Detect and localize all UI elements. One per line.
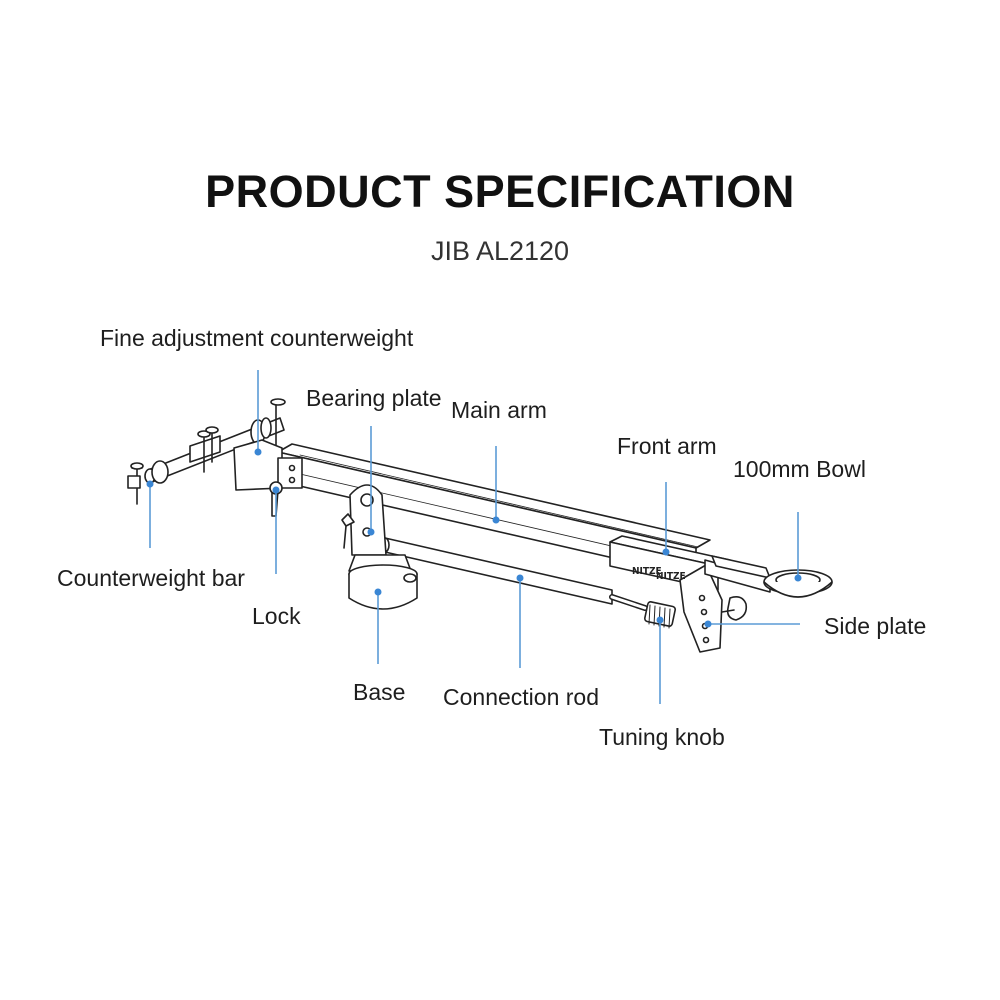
counterweight-bar-shape [127,417,285,505]
dot-connection-rod [516,574,524,582]
label-tuning-knob: Tuning knob [599,724,725,750]
bearing-plate-shape [341,484,387,556]
base-shape [348,554,418,610]
dot-bowl [794,574,802,582]
label-main-arm: Main arm [451,397,547,423]
product-model: JIB AL2120 [430,236,570,266]
dot-front-arm [662,548,670,556]
label-fine-adjustment-counterweight: Fine adjustment counterweight [100,325,414,351]
dot-main-arm [492,516,500,524]
dot-lock [272,486,280,494]
page-title: PRODUCT SPECIFICATION [205,166,795,217]
dot-bearing-plate [367,528,375,536]
label-lock: Lock [252,603,301,629]
dot-fine-adjustment-counterweight [254,448,262,456]
dot-counterweight-bar [146,480,154,488]
fine-adjustment-counterweight-shape [250,398,286,449]
dot-base [374,588,382,596]
dot-side-plate [704,620,712,628]
label-front-arm: Front arm [617,433,717,459]
label-counterweight-bar: Counterweight bar [57,565,245,591]
label-connection-rod: Connection rod [443,684,599,710]
brand-mark-1: NITZE [632,566,662,577]
label-side-plate: Side plate [824,613,927,639]
bowl-shape [704,555,833,598]
dot-tuning-knob [656,616,664,624]
brand-mark-2: NITZE [656,571,686,582]
label-bowl: 100mm Bowl [733,456,866,482]
label-base: Base [353,679,406,705]
label-bearing-plate: Bearing plate [306,385,442,411]
